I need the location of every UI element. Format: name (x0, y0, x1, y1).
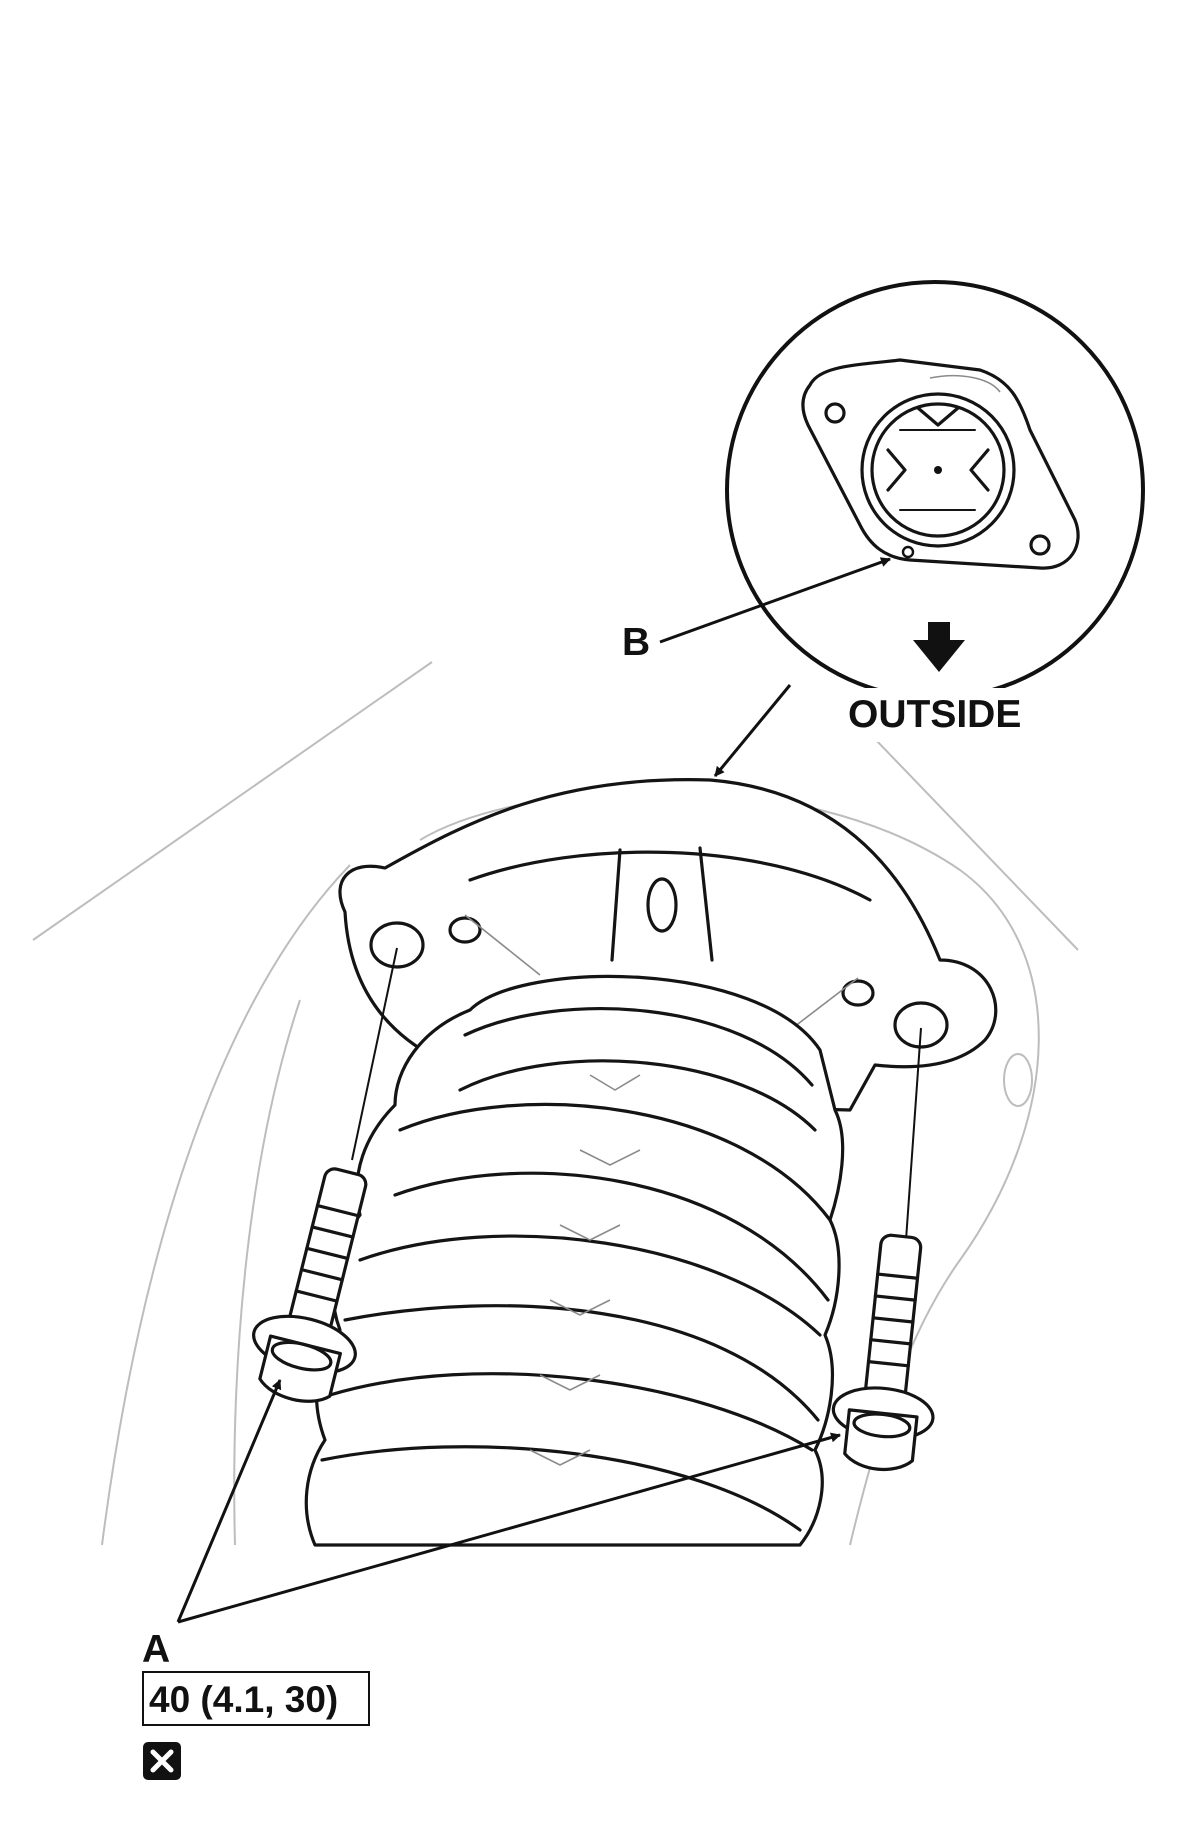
detail-pointer-arrow (713, 684, 792, 777)
callout-a: A (142, 1628, 170, 1671)
dust-boot (304, 974, 845, 1547)
detail-view: OUTSIDE (725, 280, 1145, 742)
bolt-alignment-line-right (905, 1027, 922, 1241)
mount-bolt-hole-left (369, 921, 425, 969)
down-arrow-icon (913, 622, 965, 672)
leader-a-left (176, 1379, 282, 1623)
leader-a-right (177, 1432, 841, 1624)
outside-label: OUTSIDE (848, 693, 1021, 736)
alignment-mark (901, 545, 915, 559)
callout-b: B (622, 621, 650, 664)
bolt-alignment-line-left (351, 947, 398, 1161)
mount-bolt-hole-right (893, 1001, 949, 1049)
flange-bolt-left (252, 1167, 368, 1403)
flange-bolt-right (831, 1233, 935, 1472)
leader-b (659, 557, 891, 644)
torque-spec: 40 (4.1, 30) (149, 1679, 338, 1720)
close-box-icon (143, 1742, 181, 1780)
torque-spec-box (142, 1671, 370, 1726)
